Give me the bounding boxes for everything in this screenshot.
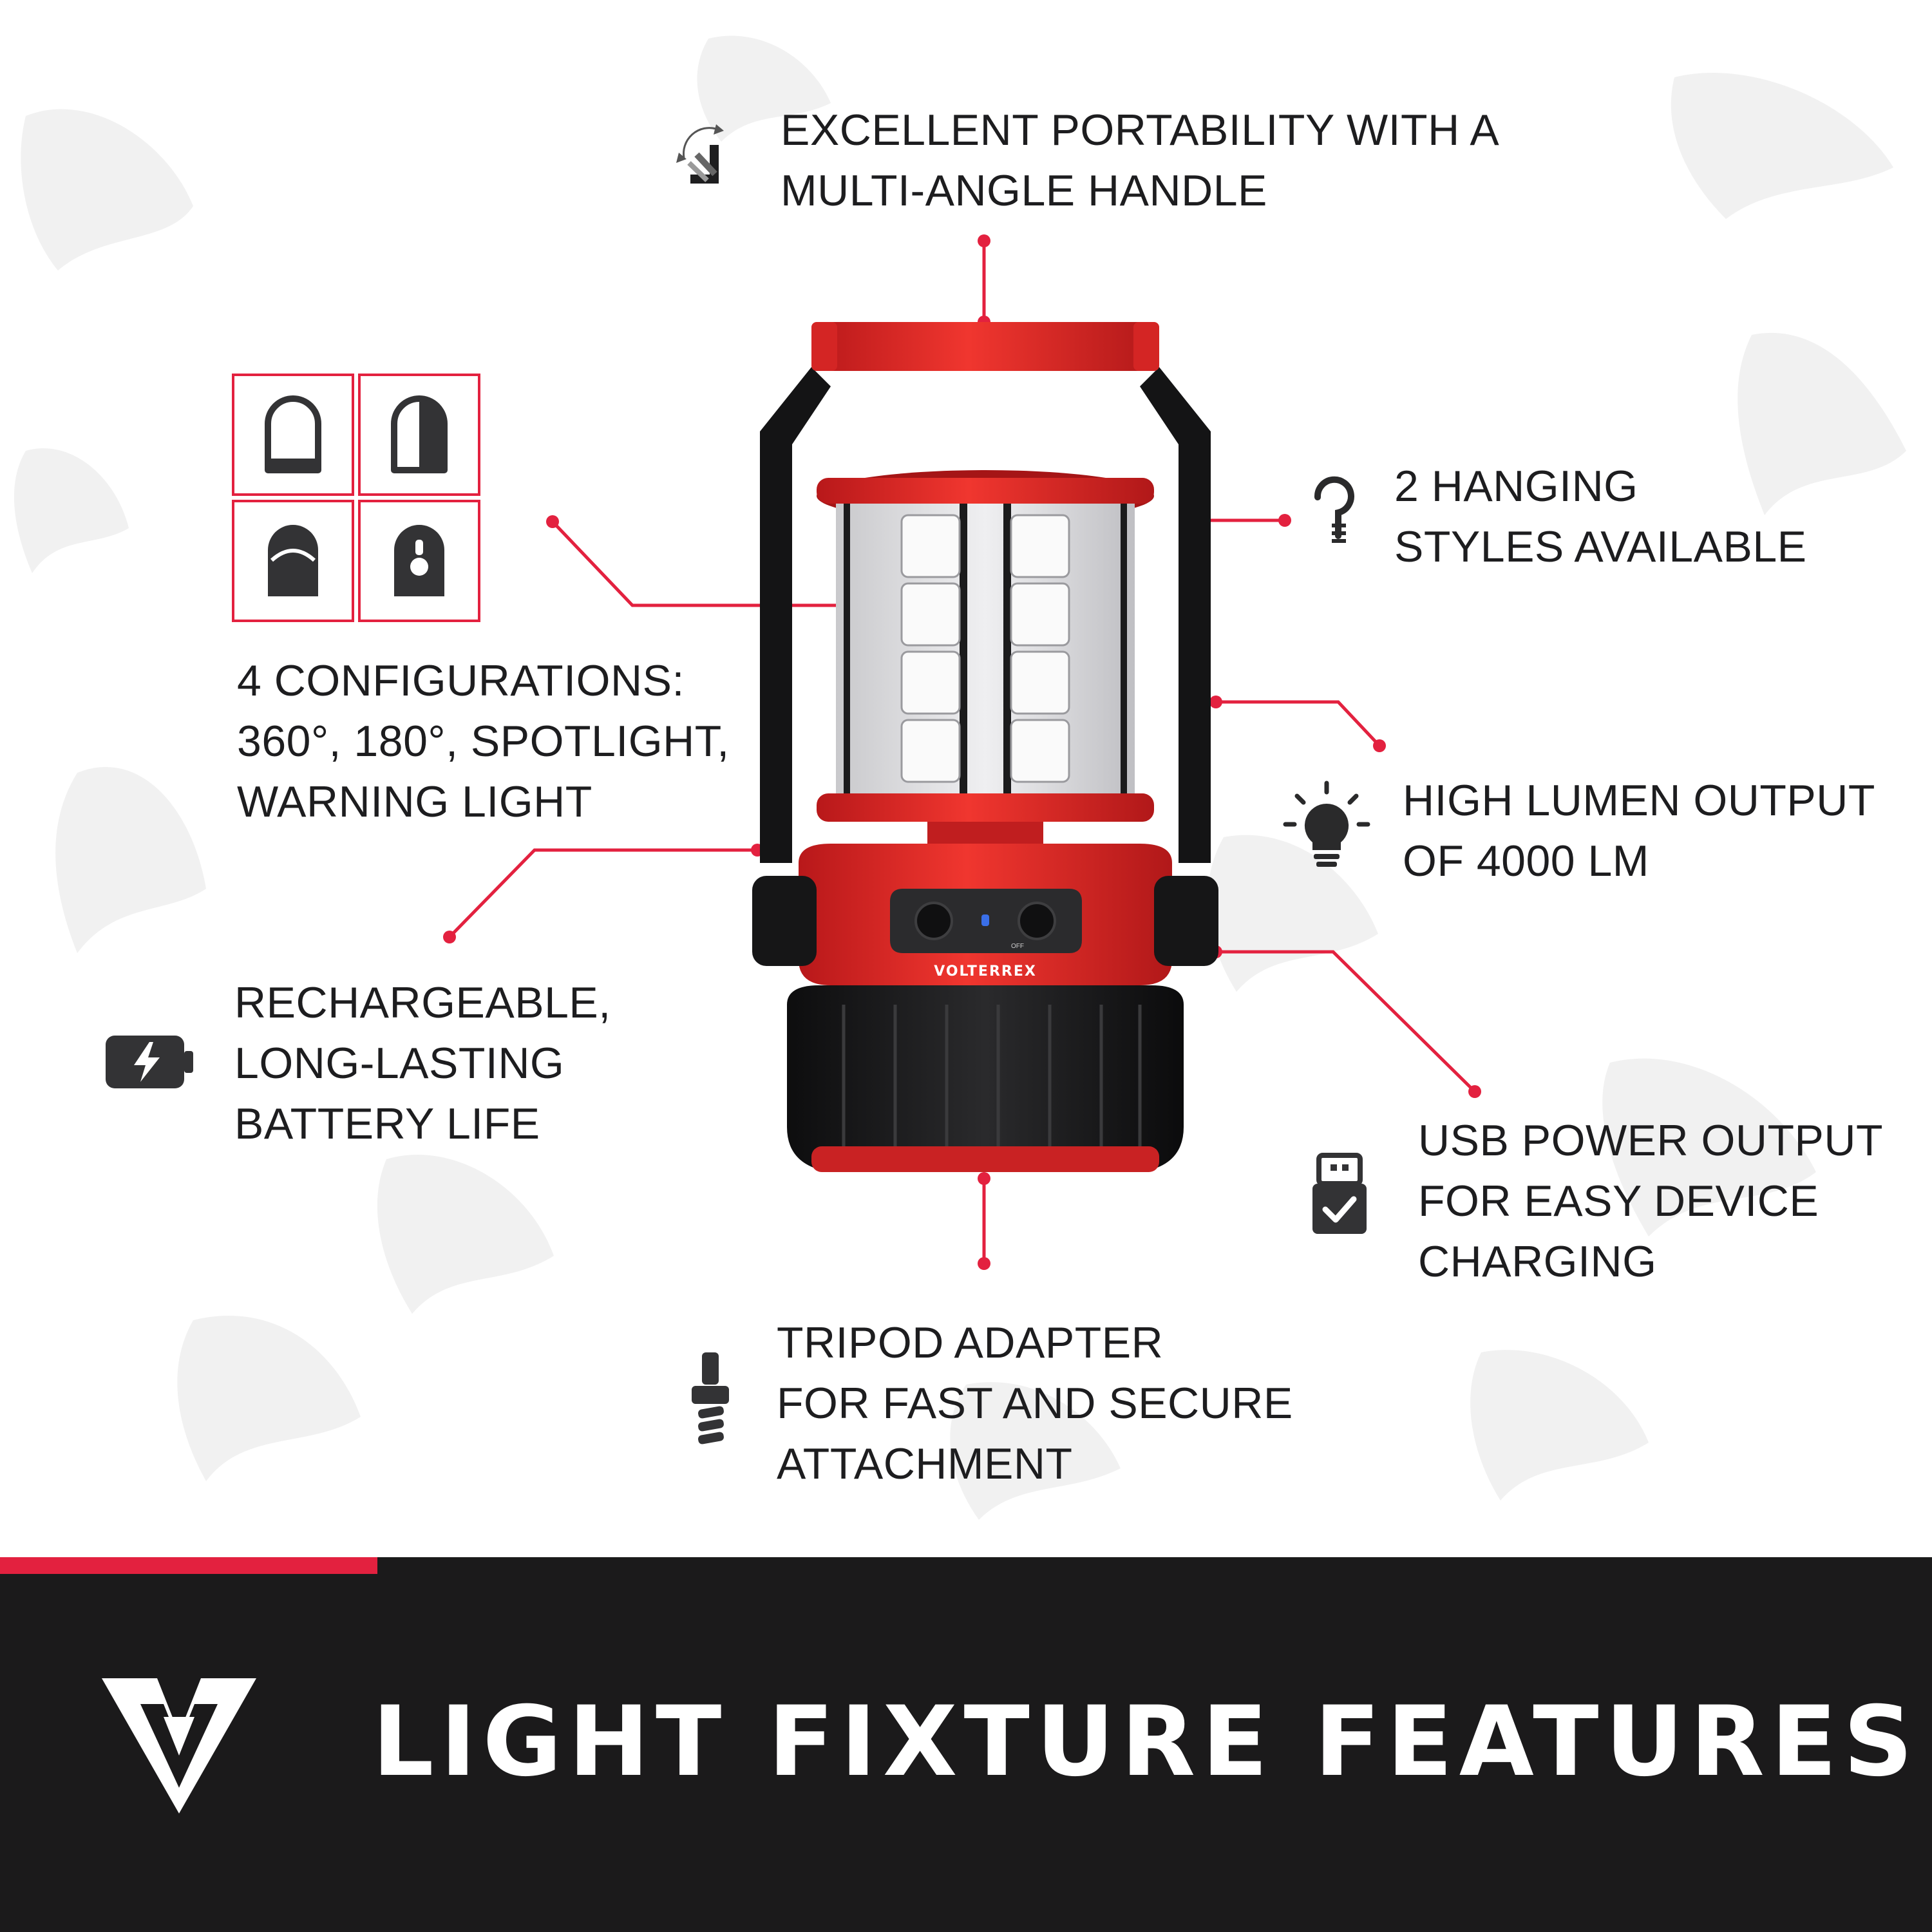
knob-off-label: OFF [1011,943,1024,950]
feature-hanging-line-2: STYLES AVAILABLE [1394,522,1807,571]
feature-lumen-line-1: HIGH LUMEN OUTPUT [1403,776,1875,825]
lantern-lower-ring [817,793,1154,822]
leader-line-usb [1216,950,1476,1093]
feature-configs-line-2: 360°, 180°, SPOTLIGHT, [237,717,730,766]
feature-tripod-line-3: ATTACHMENT [777,1439,1073,1488]
feature-configs-line-3: WARNING LIGHT [237,777,592,826]
feature-battery-line-2: LONG-LASTING [234,1039,565,1088]
hinge-right [1154,876,1218,966]
grunge-background [14,35,1906,1520]
feature-handle-line-2: MULTI-ANGLE HANDLE [781,166,1267,215]
v-logo-icon [102,1678,256,1814]
light-bulb-icon [1283,781,1370,867]
config-mode-grid [232,374,480,622]
mode-knob[interactable] [1018,902,1056,940]
feature-lumen-line-2: OF 4000 LM [1403,837,1649,886]
360-mode-icon [265,395,321,473]
battery-charging-icon [106,1036,193,1088]
feature-tripod-line-1: TRIPOD ADAPTER [777,1318,1164,1367]
feature-configs-text: 4 CONFIGURATIONS: 360°, 180°, SPOTLIGHT,… [237,650,730,832]
brand-label: VOLTERREX [934,963,1037,980]
hook-icon [1314,476,1354,543]
handle-arm-right [1140,367,1211,863]
warning-light-mode-icon [394,525,444,596]
feature-usb-text: USB POWER OUTPUT FOR EASY DEVICE CHARGIN… [1418,1110,1883,1292]
lantern-base [787,985,1184,1172]
feature-configs-line-1: 4 CONFIGURATIONS: [237,656,685,705]
tripod-screw-icon [692,1352,729,1444]
lantern-top-cap [817,478,1154,504]
leader-line-configs [551,520,893,607]
leader-line-lumen [1216,700,1381,747]
feature-usb-line-3: CHARGING [1418,1237,1657,1286]
footer-banner [0,1557,1932,1932]
feature-hanging-line-1: 2 HANGING [1394,462,1638,511]
page-title: LIGHT FIXTURE FEATURES [372,1686,1920,1798]
feature-tripod-text: TRIPOD ADAPTER FOR FAST AND SECURE ATTAC… [777,1312,1293,1494]
feature-handle-line-1: EXCELLENT PORTABILITY WITH A [781,106,1500,155]
leader-line-battery [448,848,757,938]
handle-arm-left [760,367,831,863]
spotlight-mode-icon [268,525,318,596]
handle-grip [811,322,1159,371]
feature-usb-line-1: USB POWER OUTPUT [1418,1116,1884,1165]
indicator-led [981,914,989,926]
lantern-product-image: OFF VOLTERREX [752,322,1218,1172]
feature-handle-text: EXCELLENT PORTABILITY WITH A MULTI-ANGLE… [781,100,1499,221]
feature-battery-line-1: RECHARGEABLE, [234,978,611,1027]
footer-accent-stripe [0,1557,377,1574]
leader-lines [443,234,1481,1270]
feature-tripod-line-2: FOR FAST AND SECURE [777,1379,1293,1428]
feature-battery-text: RECHARGEABLE, LONG-LASTING BATTERY LIFE [234,972,611,1154]
rotate-angle-icon [676,124,724,184]
lantern-diffuser [836,504,1135,793]
usb-check-icon [1312,1153,1367,1234]
hinge-left [752,876,817,966]
dimmer-knob[interactable] [914,902,953,940]
feature-battery-line-3: BATTERY LIFE [234,1099,540,1148]
180-mode-icon [391,395,448,473]
feature-hanging-text: 2 HANGING STYLES AVAILABLE [1394,456,1807,577]
feature-lumen-text: HIGH LUMEN OUTPUT OF 4000 LM [1403,770,1875,891]
feature-usb-line-2: FOR EASY DEVICE [1418,1177,1819,1226]
